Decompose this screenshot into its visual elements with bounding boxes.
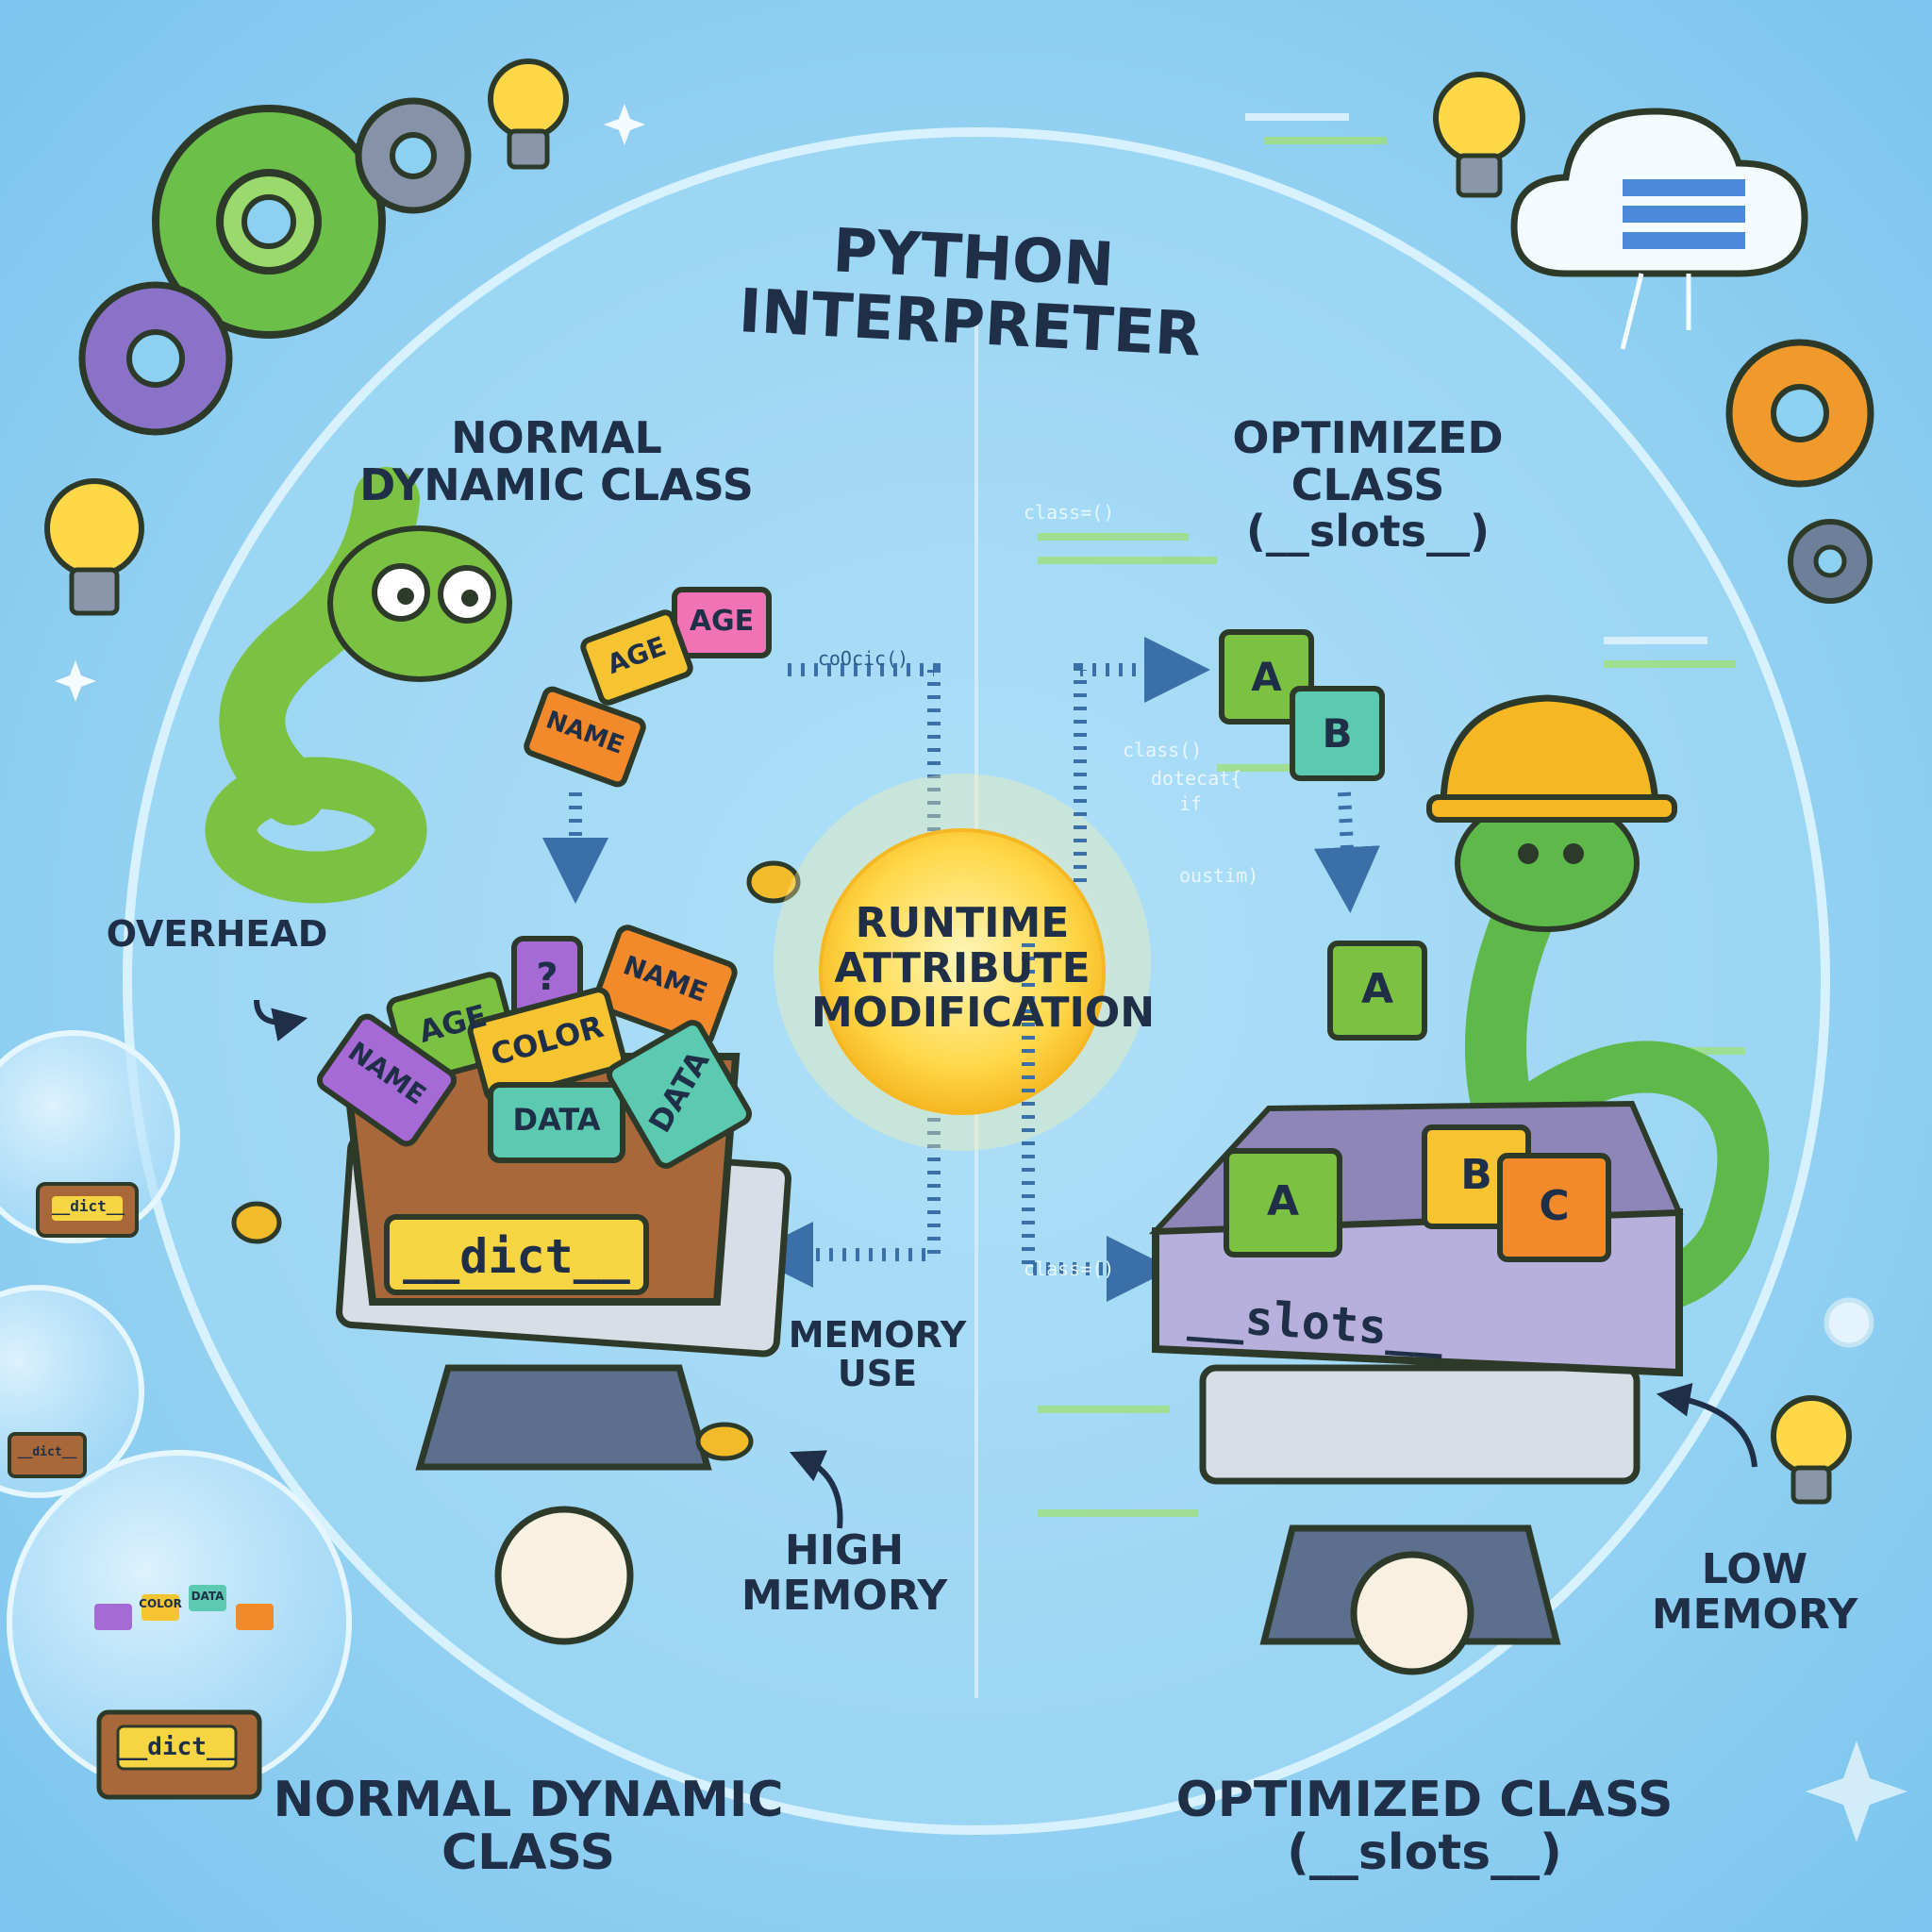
code-line-1: class=()	[1024, 501, 1115, 524]
dict-bucket	[316, 924, 791, 1645]
falling-blocks	[1219, 629, 1427, 1041]
code-line-3: dotecat{	[1151, 767, 1242, 790]
bucket-block-data-1: DATA	[512, 1102, 601, 1138]
coin-icon	[231, 860, 801, 1461]
falling-block-a-2: A	[1360, 965, 1394, 1013]
gear-icon	[1725, 339, 1874, 488]
dict-label: __dict__	[403, 1229, 630, 1284]
lightbulb-icon	[1433, 72, 1525, 198]
code-line-2: class()	[1123, 739, 1203, 761]
low-memory-arrow	[1656, 1383, 1757, 1468]
high-memory-arrow	[789, 1450, 843, 1529]
falling-block-b: B	[1322, 710, 1353, 757]
attribute-blocks-left	[524, 587, 772, 788]
code-line-4: if	[1179, 792, 1203, 815]
falling-block-a-1: A	[1251, 654, 1282, 700]
flow-arrow	[1022, 943, 1173, 1302]
snake-icon	[205, 467, 512, 904]
code-snippet: coOcic()	[817, 647, 909, 670]
mini-block-2: DATA	[191, 1590, 225, 1603]
overhead-label: OVERHEAD	[106, 913, 328, 955]
mini-dict-scene	[8, 1182, 274, 1800]
flow-arrow	[1313, 791, 1380, 913]
gear-icon	[355, 97, 472, 214]
mini-dict-label-3: __dict__	[118, 1733, 237, 1761]
mini-dict-label-1: __dict__	[52, 1197, 125, 1215]
lightbulb-icon	[488, 58, 569, 170]
gear-icon	[78, 281, 233, 436]
sparkle-icon	[55, 104, 1907, 1842]
mini-dict-label-2: __dict__	[17, 1445, 77, 1459]
mini-block-1: COLOR	[139, 1597, 182, 1610]
runtime-sun	[774, 774, 1151, 1151]
tray-block-a: A	[1266, 1177, 1300, 1225]
bucket-block-question: ?	[536, 956, 558, 999]
lightbulb-icon	[1771, 1395, 1852, 1505]
gear-icon	[1788, 519, 1873, 604]
right-footer: OPTIMIZED CLASS(__slots__)	[1175, 1772, 1674, 1882]
hard-hat-icon	[1426, 694, 1677, 823]
code-line-6: class=()	[1024, 1257, 1115, 1280]
flow-arrow	[1074, 637, 1210, 882]
gear-icon	[1824, 1297, 1874, 1348]
tray-block-c: C	[1539, 1182, 1570, 1230]
code-line-5: oustim)	[1179, 864, 1259, 887]
gear-icon	[152, 105, 386, 339]
left-footer: NORMAL DYNAMIC CLASS	[273, 1772, 784, 1882]
attr-block-age-1: AGE	[689, 605, 755, 638]
tray-block-b: B	[1460, 1151, 1492, 1199]
cloud-server-icon	[1510, 108, 1808, 350]
slots-tray	[1148, 1100, 1684, 1675]
overhead-arrow	[254, 999, 308, 1041]
lightbulb-icon	[44, 478, 144, 616]
